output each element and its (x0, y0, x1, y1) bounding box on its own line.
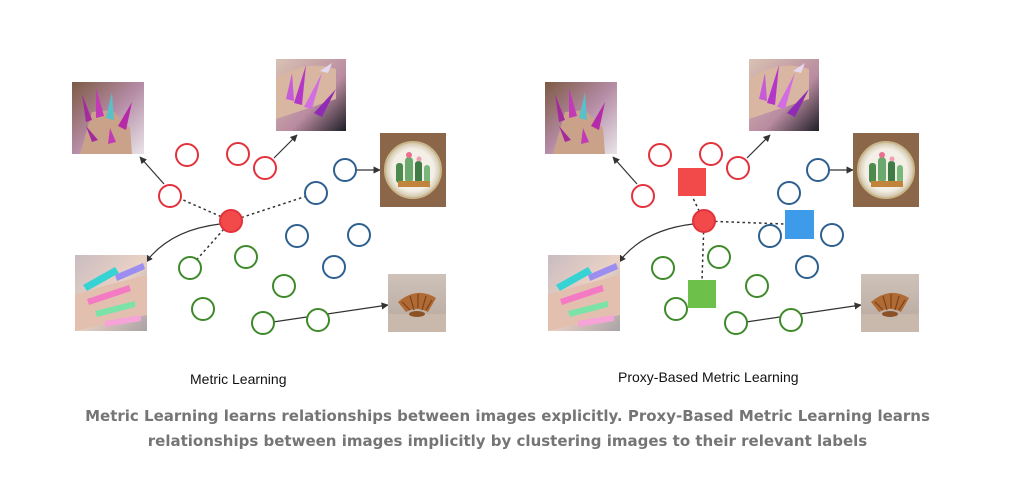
arrow-to-image (273, 134, 298, 159)
red-sample-point (158, 184, 182, 208)
nails-chrome-image (749, 59, 819, 131)
figure-caption: Metric Learning learns relationships bet… (0, 404, 1015, 454)
nails-neon-image (548, 255, 620, 331)
blue-sample-point (820, 223, 844, 247)
red-sample-point (253, 156, 277, 180)
shell-image (388, 274, 446, 332)
red-proxy-square (678, 168, 706, 196)
nails-chrome-image (276, 59, 346, 131)
green-sample-point (272, 274, 296, 298)
nails-neon-image (75, 255, 147, 331)
left-panel (72, 59, 446, 335)
red-sample-point (726, 156, 750, 180)
nails-purple-image (545, 82, 617, 154)
dotted-link (191, 220, 232, 266)
left-panel-title: Metric Learning (190, 371, 287, 387)
blue-sample-point (806, 158, 830, 182)
green-sample-point (664, 297, 688, 321)
red-sample-point (175, 143, 199, 167)
green-sample-point (251, 311, 275, 335)
blue-sample-point (795, 255, 819, 279)
green-sample-point (779, 308, 803, 332)
right-panel-title: Proxy-Based Metric Learning (618, 369, 799, 385)
nails-purple-image (72, 82, 144, 154)
green-sample-point (306, 308, 330, 332)
caption-line-2: relationships between images implicitly … (147, 432, 868, 450)
anchor-point (219, 209, 243, 233)
right-panel (545, 59, 919, 335)
arrow-to-image (612, 156, 638, 185)
arrow-to-image (746, 134, 771, 159)
blue-sample-point (304, 181, 328, 205)
cactus-embroidery-image (380, 133, 446, 207)
arrow-to-image (618, 223, 694, 263)
anchor-point (692, 209, 716, 233)
green-sample-point (234, 245, 258, 269)
metric-learning-figure (72, 59, 919, 335)
green-sample-point (191, 297, 215, 321)
arrow-to-image (745, 302, 862, 323)
blue-sample-point (758, 224, 782, 248)
blue-sample-point (333, 158, 357, 182)
red-sample-point (631, 184, 655, 208)
dotted-link (173, 195, 232, 222)
dotted-link (703, 220, 785, 225)
arrow-to-image (139, 156, 165, 185)
blue-sample-point (285, 224, 309, 248)
caption-line-1: Metric Learning learns relationships bet… (85, 407, 930, 425)
shell-image (861, 274, 919, 332)
green-sample-point (651, 256, 675, 280)
red-sample-point (648, 143, 672, 167)
arrow-to-image (272, 302, 389, 323)
green-sample-point (178, 256, 202, 280)
green-sample-point (745, 274, 769, 298)
dotted-link (691, 195, 705, 222)
red-sample-point (226, 142, 250, 166)
blue-sample-point (347, 223, 371, 247)
dotted-link (230, 192, 317, 222)
blue-sample-point (322, 255, 346, 279)
blue-sample-point (777, 181, 801, 205)
cactus-embroidery-image (853, 133, 919, 207)
green-proxy-square (688, 280, 716, 308)
arrow-to-image (145, 223, 221, 263)
dotted-link (701, 220, 705, 281)
green-sample-point (707, 245, 731, 269)
red-sample-point (699, 142, 723, 166)
green-sample-point (724, 311, 748, 335)
blue-proxy-square (785, 210, 814, 239)
